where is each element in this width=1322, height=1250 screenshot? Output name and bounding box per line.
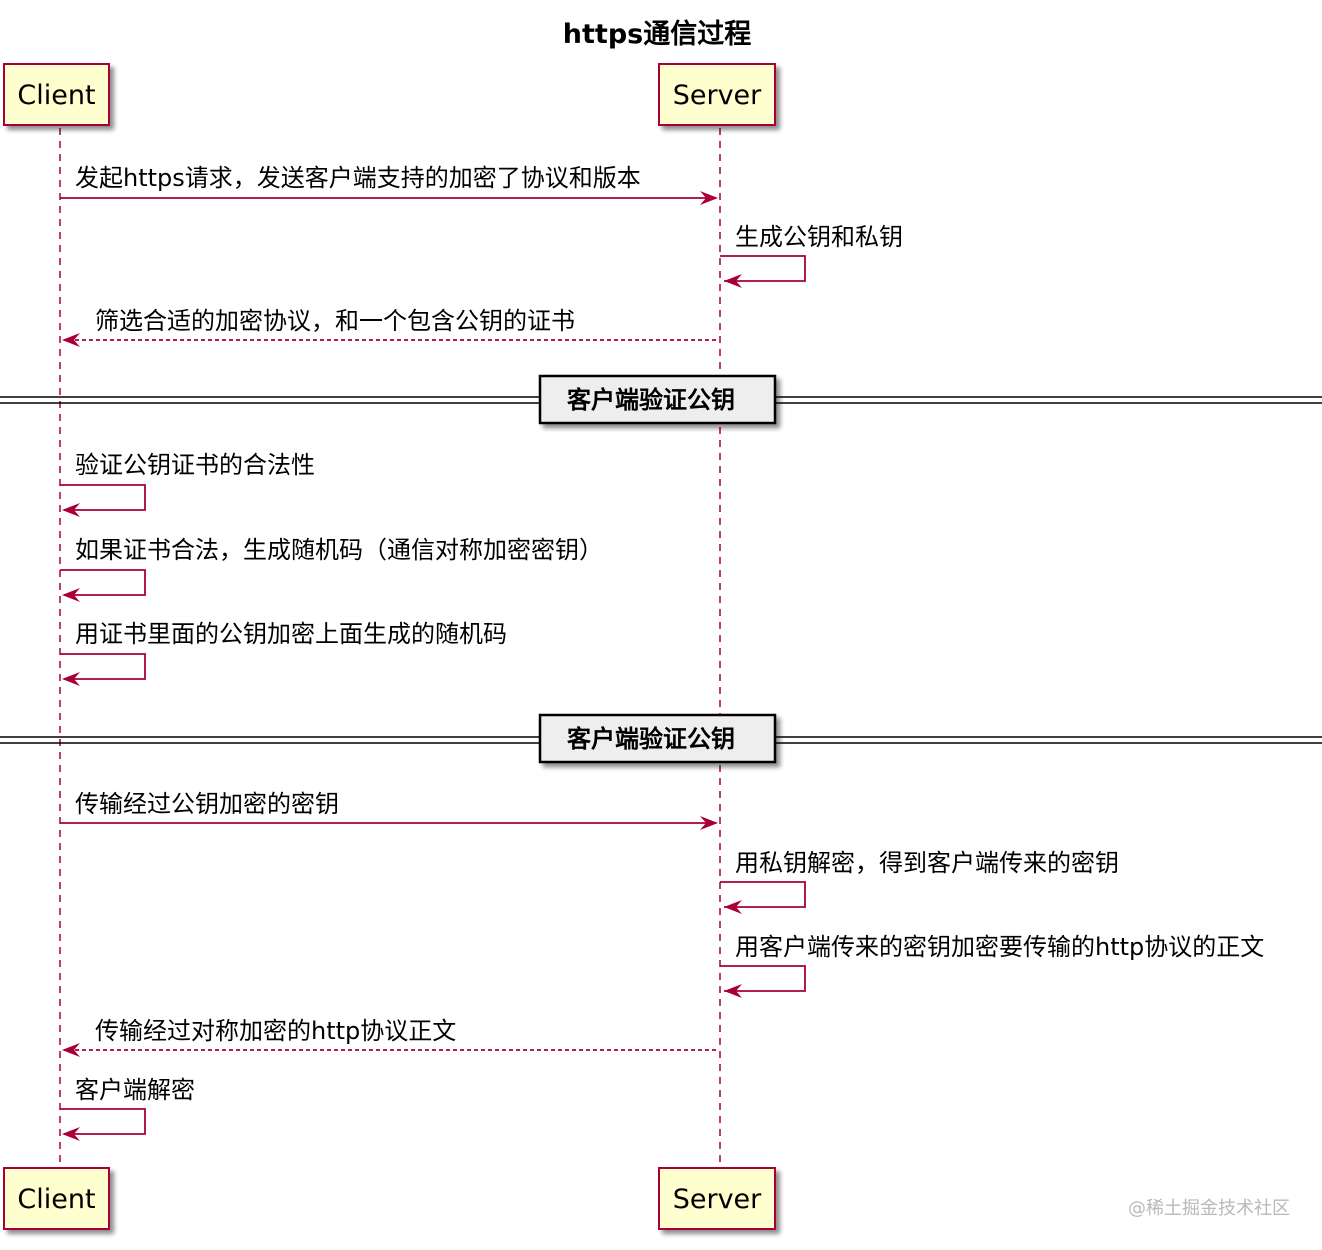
self-message-generate-random: 如果证书合法，生成随机码（通信对称加密密钥） [60, 536, 603, 602]
message-request: 发起https请求，发送客户端支持的加密了协议和版本 [60, 164, 718, 205]
return-message-encrypted-body: 传输经过对称加密的http协议正文 [62, 1017, 716, 1057]
message-label: 客户端解密 [75, 1076, 195, 1104]
message-label: 发起https请求，发送客户端支持的加密了协议和版本 [75, 164, 641, 192]
message-label: 传输经过对称加密的http协议正文 [95, 1017, 456, 1045]
return-message-certificate: 筛选合适的加密协议，和一个包含公钥的证书 [62, 307, 716, 347]
client-participant-top: Client [3, 63, 110, 126]
divider-label: 客户端验证公钥 [567, 725, 735, 753]
section-divider: 客户端验证公钥 [0, 713, 1322, 764]
watermark: @稀土掘金技术社区 [1128, 1198, 1290, 1219]
message-label: 传输经过公钥加密的密钥 [75, 790, 339, 818]
self-message-generate-keys: 生成公钥和私钥 [720, 223, 903, 288]
message-label: 用客户端传来的密钥加密要传输的http协议的正文 [735, 933, 1264, 961]
client-participant-bottom: Client [3, 1167, 110, 1230]
client-label: Client [17, 80, 95, 111]
client-label: Client [17, 1184, 95, 1215]
self-message-encrypt-random: 用证书里面的公钥加密上面生成的随机码 [60, 620, 507, 686]
diagram-title: https通信过程 [563, 19, 751, 50]
self-message-decrypt-key: 用私钥解密，得到客户端传来的密钥 [720, 849, 1119, 914]
self-message-client-decrypt: 客户端解密 [60, 1076, 195, 1141]
message-label: 验证公钥证书的合法性 [75, 451, 315, 479]
message-send-key: 传输经过公钥加密的密钥 [60, 790, 718, 830]
server-participant-top: Server [658, 63, 776, 126]
divider-label: 客户端验证公钥 [567, 386, 735, 414]
section-divider: 客户端验证公钥 [0, 374, 1322, 425]
message-label: 生成公钥和私钥 [735, 223, 903, 251]
self-message-verify-cert: 验证公钥证书的合法性 [60, 451, 315, 517]
message-label: 用私钥解密，得到客户端传来的密钥 [735, 849, 1119, 877]
self-message-encrypt-body: 用客户端传来的密钥加密要传输的http协议的正文 [720, 933, 1264, 998]
server-participant-bottom: Server [658, 1167, 776, 1230]
message-label: 用证书里面的公钥加密上面生成的随机码 [75, 620, 507, 648]
message-label: 筛选合适的加密协议，和一个包含公钥的证书 [95, 307, 575, 335]
server-label: Server [673, 1184, 762, 1215]
server-label: Server [673, 80, 762, 111]
message-label: 如果证书合法，生成随机码（通信对称加密密钥） [75, 536, 603, 564]
